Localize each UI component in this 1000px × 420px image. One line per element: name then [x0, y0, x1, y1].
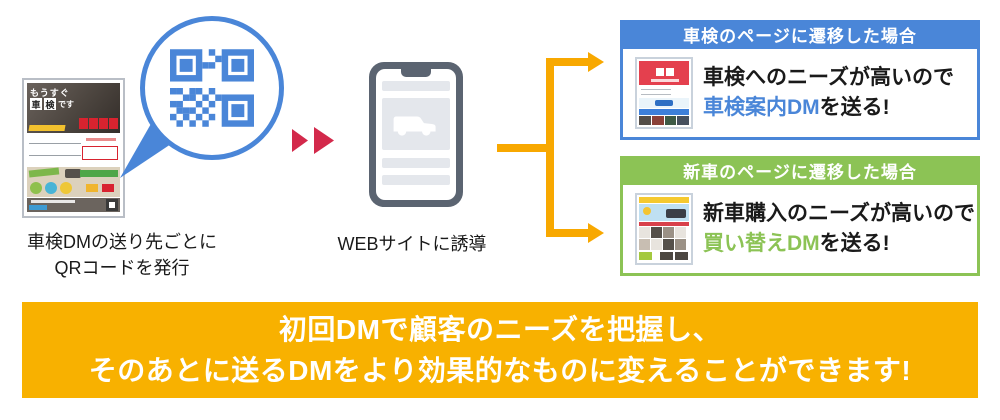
screen-placeholder-bar	[382, 81, 450, 91]
shaken-annai-dm-thumbnail	[635, 57, 693, 129]
branch-body: 車検へのニーズが高いので 車検案内DMを送る!	[620, 49, 980, 140]
qr-code-icon	[170, 49, 254, 127]
flyer-footer-strip	[27, 198, 120, 212]
flyer-red-badges	[79, 118, 118, 129]
caption-line: QRコードを発行	[54, 258, 190, 278]
summary-banner: 初回DMで顧客のニーズを把握し、 そのあとに送るDMをより効果的なものに変えるこ…	[22, 302, 978, 398]
highlight-dm-name: 買い替えDM	[703, 232, 820, 255]
qr-issue-caption: 車検DMの送り先ごとに QRコードを発行	[12, 229, 232, 281]
branch-line2-rest: を送る!	[819, 96, 890, 119]
flyer-yellow-ribbon	[28, 125, 66, 131]
screen-placeholder-bar	[382, 158, 450, 168]
phone-notch	[401, 69, 431, 77]
phone-screen	[376, 69, 456, 200]
screen-placeholder-bar	[382, 175, 450, 185]
branch-line2-rest: を送る!	[819, 232, 890, 255]
flyer-offer-area	[27, 167, 120, 197]
branch-line1: 車検へのニーズが高いので	[703, 66, 954, 89]
double-play-arrow-icon	[292, 127, 334, 154]
branch-line2: 車検案内DMを送る!	[703, 93, 954, 123]
smartphone-illustration	[369, 62, 463, 207]
branch-header: 車検のページに遷移した場合	[620, 20, 980, 49]
flyer-form-area	[27, 134, 120, 166]
banner-line2: そのあとに送るDMをより効果的なものに変えることができます!	[88, 355, 912, 386]
branch-body: 新車購入のニーズが高いので 買い替えDMを送る!	[620, 185, 980, 276]
flyer-headline-suffix: です	[58, 100, 74, 109]
shaken-dm-flyer: もうすぐ 車 検 です	[22, 78, 125, 218]
branch-arrow-icon	[497, 52, 604, 243]
flyer-photo: もうすぐ 車 検 です	[27, 83, 120, 133]
web-guide-caption: WEBサイトに誘導	[337, 234, 487, 254]
highlight-dm-name: 車検案内DM	[703, 96, 820, 119]
branch-line2: 買い替えDMを送る!	[703, 229, 975, 259]
banner-line1: 初回DMで顧客のニーズを把握し、	[278, 314, 722, 345]
branch-shaken-page: 車検のページに遷移した場合 車検へのニーズが高いので 車検案内DMを送る!	[620, 20, 980, 140]
branch-newcar-page: 新車のページに遷移した場合 新車購入のニーズが高いので 買い替えDMを送る!	[620, 156, 980, 276]
mini-qr-icon	[106, 199, 118, 211]
branch-text: 車検へのニーズが高いので 車検案内DMを送る!	[703, 63, 954, 123]
branch-text: 新車購入のニーズが高いので 買い替えDMを送る!	[703, 199, 975, 259]
branch-header: 新車のページに遷移した場合	[620, 156, 980, 185]
kaikae-dm-thumbnail	[635, 193, 693, 265]
flyer-kanji-box: 車	[30, 98, 42, 110]
flyer-kanji-box: 検	[44, 98, 56, 110]
qr-speech-bubble	[140, 16, 284, 160]
caption-line: 車検DMの送り先ごとに	[27, 232, 217, 252]
screen-hero-block	[382, 98, 450, 150]
branch-line1: 新車購入のニーズが高いので	[703, 202, 975, 225]
delivery-van-icon	[393, 116, 436, 136]
flyer-headline: もうすぐ	[30, 88, 70, 98]
